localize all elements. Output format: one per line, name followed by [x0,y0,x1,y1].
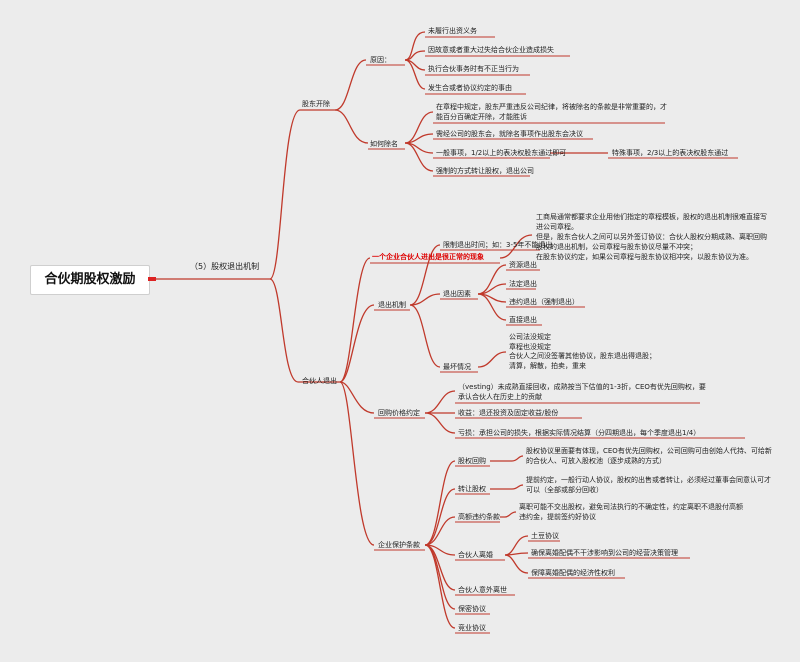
factor-item[interactable]: 直接退出 [509,316,537,324]
node-partner-exit[interactable]: 合伙人退出 [302,377,337,385]
divorce-item[interactable]: 土豆协议 [531,532,559,540]
how-item-charter[interactable]: 在章程中规定，股东严重违反公司纪律，将被除名的条款是非常重要的，才能百分百确定开… [436,103,667,121]
node-highlight-normal[interactable]: 一个企业合伙人进出是很正常的现象 [372,253,484,261]
buyback-item-loss[interactable]: 亏损：承担公司的损失，根据实际情况结算（分四期退出，每个季度退出1/4） [458,429,701,437]
node-worst-case[interactable]: 最坏情况 [443,363,471,371]
node-shareholder-removal[interactable]: 股东开除 [302,100,330,108]
reason-item[interactable]: 未履行出资义务 [428,27,477,35]
divorce-item[interactable]: 确保离婚配偶不干涉影响到公司的经营决策管理 [531,549,678,557]
reason-item[interactable]: 执行合伙事务时有不正当行为 [428,65,519,73]
buyback-item-gain[interactable]: 收益：退还投资及固定收益/股份 [458,409,559,417]
reason-item[interactable]: 因故意或者重大过失给合伙企业造成损失 [428,46,554,54]
node-exit-mechanism-detail[interactable]: 退出机制 [378,301,406,309]
node-exit-factors[interactable]: 退出因素 [443,290,471,298]
node-exit-mechanism[interactable]: （5）股权退出机制 [190,262,260,271]
how-item-special[interactable]: 特殊事项，2/3以上的表决权股东通过 [612,149,729,157]
node-buyback-price[interactable]: 回购价格约定 [378,409,420,417]
penalty-clause-text: 离职可能不交出股权，避免司法执行的不确定性，约定离职不退股付高额违约金，提前签约… [519,503,743,521]
node-noncompete[interactable]: 竞业协议 [458,624,486,632]
root-node[interactable]: 合伙期股权激励 [30,265,150,295]
node-how-to-remove[interactable]: 如何除名 [370,140,398,148]
node-protection-clauses[interactable]: 企业保护条款 [378,541,420,549]
worst-case-text: 公司法没规定 章程也没规定 合伙人之间没签署其他协议，股东退出得退股； 清算，解… [509,333,656,370]
transfer-equity-text: 提前约定，一般行动人协议，股权的出售或者转让，必须经过董事会同意认可才可以（全部… [526,476,771,494]
highlight-note: 工商局通常都要求企业用他们指定的章程模板，股权的退出机制很难直接写进公司章程。 … [536,213,767,261]
how-item-forced-transfer[interactable]: 强制的方式转让股权，退出公司 [436,167,534,175]
node-equity-buyback[interactable]: 股权回购 [458,457,486,465]
factor-item[interactable]: 资源退出 [509,261,537,269]
root-connector-tab [148,277,156,281]
node-penalty-clause[interactable]: 高额违约条款 [458,513,500,521]
divorce-item[interactable]: 保障离婚配偶的经济性权利 [531,569,615,577]
mechanism-limit[interactable]: 限制退出时间；如：3-5年不能退出 [443,241,553,249]
equity-buyback-text: 股权协议里面要有体现，CEO有优先回购权，公司回购可由创始人代持、可给新的合伙人… [526,447,772,465]
how-item-meeting[interactable]: 需经公司的股东会，就除名事项作出股东会决议 [436,130,583,138]
node-transfer-equity[interactable]: 转让股权 [458,485,486,493]
factor-item[interactable]: 法定退出 [509,280,537,288]
node-reasons[interactable]: 原因： [370,56,391,64]
how-item-general[interactable]: 一般事项，1/2以上的表决权股东通过即可 [436,149,567,157]
buyback-item-vesting[interactable]: （vesting）未成熟直接回收，成熟按当下估值的1-3折，CEO有优先回购权，… [458,383,706,401]
node-confidentiality[interactable]: 保密协议 [458,605,486,613]
node-partner-accident[interactable]: 合伙人意外离世 [458,586,507,594]
reason-item[interactable]: 发生合或者协议约定的事由 [428,84,512,92]
factor-item[interactable]: 违约退出（强制退出） [509,298,579,306]
node-partner-divorce[interactable]: 合伙人离婚 [458,551,493,559]
